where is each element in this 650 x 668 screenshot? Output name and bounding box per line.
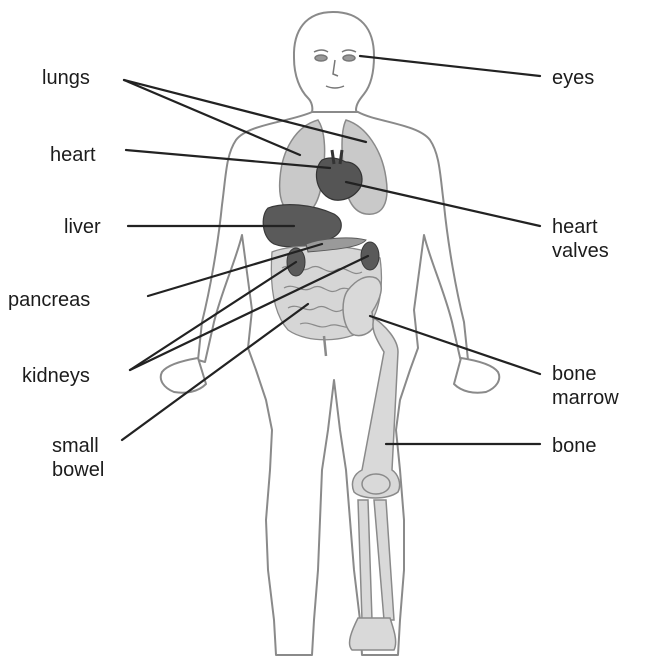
label-eyes-text: eyes (552, 67, 594, 89)
label-bone-text: bone (552, 435, 597, 457)
label-liver-text: liver (64, 216, 101, 238)
label-kidneys: kidneys (22, 364, 90, 388)
label-liver: liver (64, 215, 101, 239)
label-pancreas-text: pancreas (8, 289, 90, 311)
label-bone-marrow: bone marrow (552, 362, 619, 410)
label-heart-valves: heart valves (552, 215, 609, 263)
label-heart-valves-line1: heart (552, 215, 609, 239)
label-heart-text: heart (50, 144, 96, 166)
label-bone-marrow-line2: marrow (552, 386, 619, 410)
label-small-bowel: small bowel (52, 434, 104, 482)
label-small-bowel-line2: bowel (52, 458, 104, 482)
label-heart: heart (50, 143, 96, 167)
label-bone: bone (552, 434, 597, 458)
label-bone-marrow-line1: bone (552, 362, 619, 386)
label-small-bowel-line1: small (52, 434, 104, 458)
label-pancreas: pancreas (8, 288, 90, 312)
leader-eyes (360, 56, 540, 76)
label-lungs-text: lungs (42, 67, 90, 89)
label-eyes: eyes (552, 66, 594, 90)
label-kidneys-text: kidneys (22, 365, 90, 387)
label-lungs: lungs (42, 66, 90, 90)
label-heart-valves-line2: valves (552, 239, 609, 263)
